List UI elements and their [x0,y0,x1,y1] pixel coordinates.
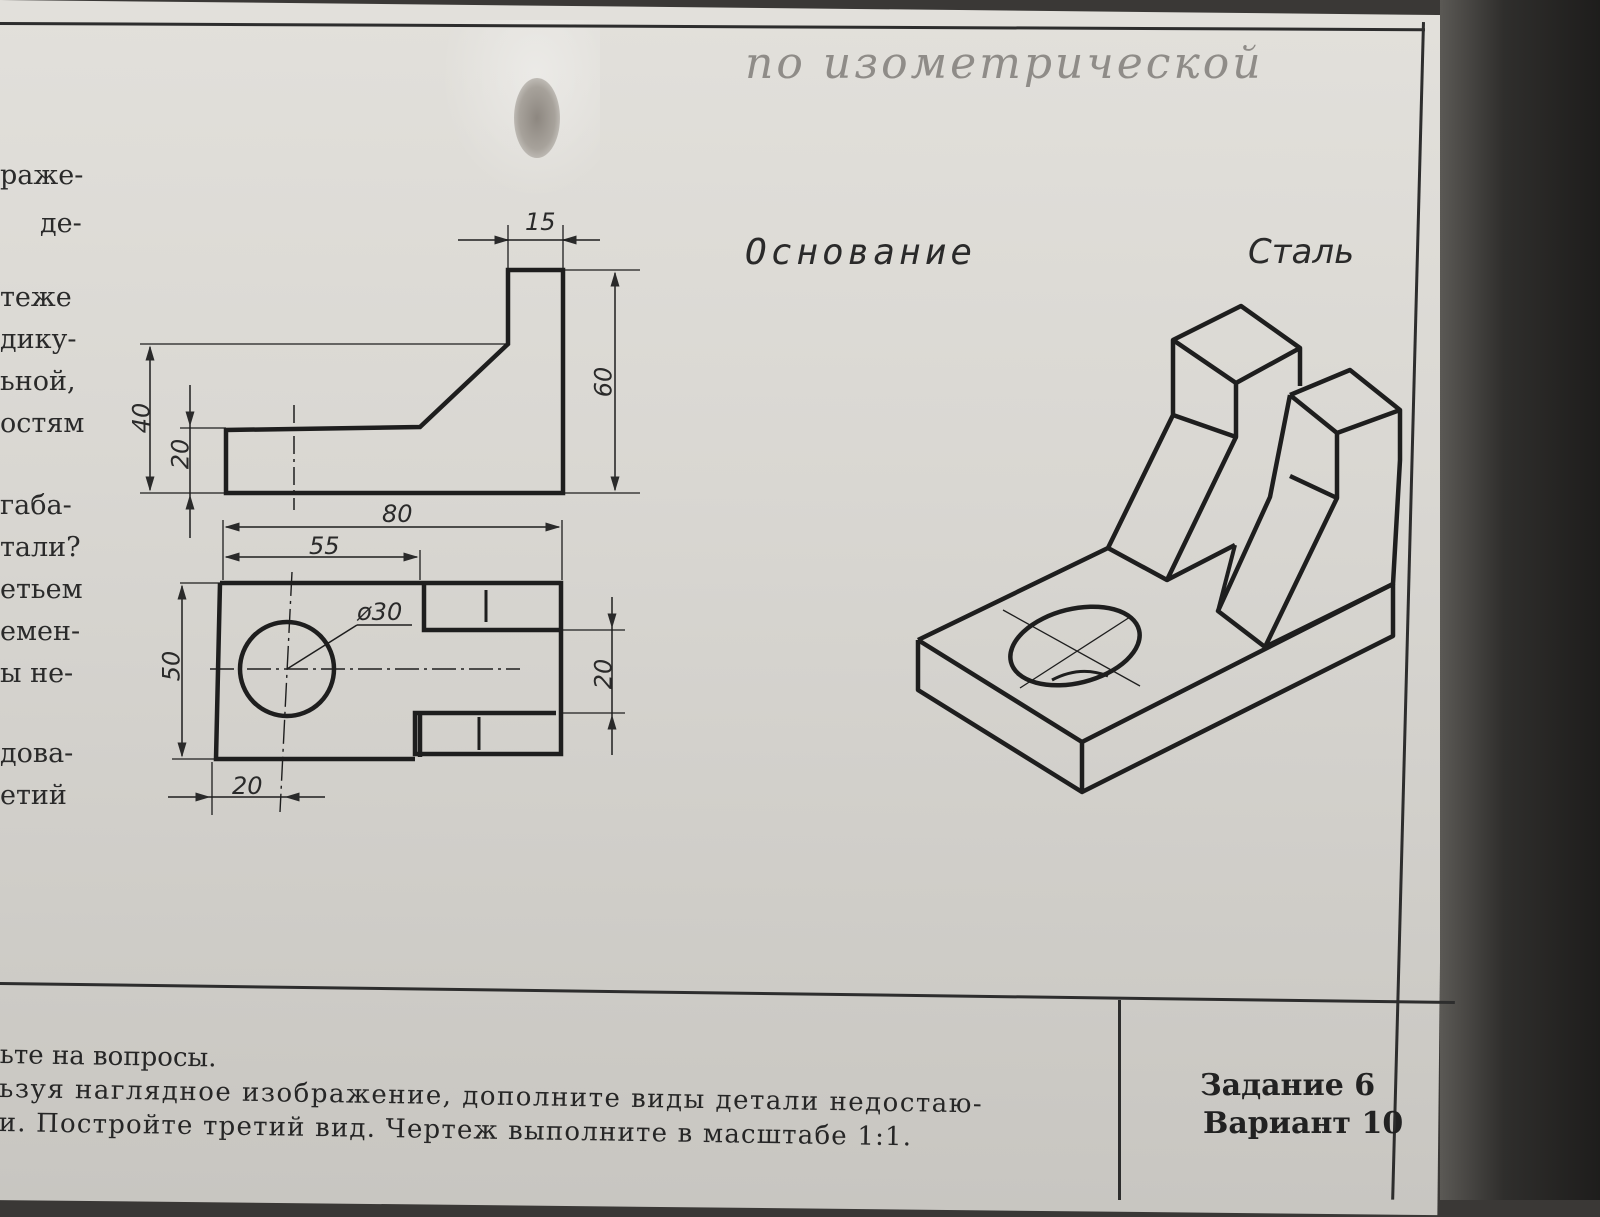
task-line: ьте на вопросы. [0,1040,217,1074]
left-fragment: ьной, [0,366,76,397]
iso-hole-axis [1002,609,1141,687]
assignment-number: Задание 6 [1200,1068,1376,1103]
iso-hole-axis [1019,616,1131,689]
left-fragment: де- [40,208,82,239]
isometric-view [915,303,1403,795]
dim-label-50: 50 [157,650,186,682]
left-fragment: дова- [0,738,74,769]
handwritten-note: по изометрической [745,38,1264,89]
iso-left-upright [1105,303,1303,549]
left-fragment: тали? [0,532,81,563]
dim-label-55: 55 [309,532,340,560]
top-view [168,520,625,815]
paper-stain [514,78,560,158]
title-block-divider [1118,1000,1121,1200]
left-fragment: остям [0,408,85,439]
dim-label-60: 60 [589,366,618,398]
left-fragment: етьем [0,574,83,605]
left-fragment: раже- [0,160,84,191]
front-view-outline [223,267,566,496]
dim-label-40: 40 [127,402,156,434]
background-shadow [1440,0,1600,1200]
dim-label-80: 80 [382,500,413,528]
left-fragment: теже [0,282,72,313]
iso-base-outline [915,545,1396,795]
dim-label-15: 15 [525,208,556,236]
dim-label-20-hole: 20 [232,772,263,800]
left-fragment: дику- [0,324,77,355]
part-name: Основание [745,232,977,273]
part-material: Сталь [1248,232,1355,272]
left-fragment: етий [0,780,67,811]
left-fragment: ы не- [0,658,74,689]
left-fragment: емен- [0,616,81,647]
front-view [140,225,640,538]
left-fragment: габа- [0,490,72,521]
dim-label-20-slot: 20 [589,658,618,690]
iso-right-upright [1215,367,1403,650]
variant-number: Вариант 10 [1203,1106,1404,1141]
dim-label-20-front: 20 [166,438,195,470]
iso-hole [1008,604,1142,688]
task-instructions: ьте на вопросы. ьзуя наглядное изображен… [0,1040,1110,1217]
top-view-centerline-v [279,571,293,813]
dim-label-hole-diameter: ø30 [357,598,403,626]
